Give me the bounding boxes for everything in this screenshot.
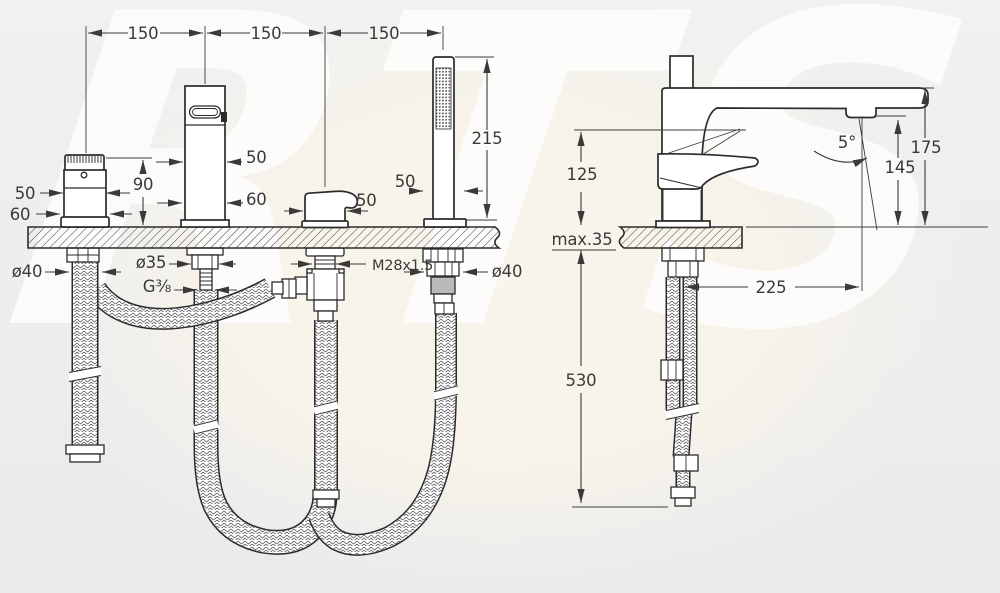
dim-shower-height: 215: [472, 129, 503, 148]
dim-diverter-thread: M28x1.5: [372, 258, 433, 274]
side-view-fittings: [660, 247, 705, 507]
dim-hole-right: ø40: [492, 262, 523, 281]
dim-holes: ø40 ø35 G⅜ M28x1.5 ø40: [12, 253, 523, 296]
diverter-front: [301, 190, 359, 229]
dim-spacing-2: 150: [251, 24, 282, 43]
spout-front: [180, 85, 230, 228]
dim-spout-base-width: 60: [246, 190, 267, 209]
dim-shower-base-width: 50: [395, 172, 416, 191]
dim-spout-reach: 225: [756, 278, 787, 297]
dim-hole-left: ø40: [12, 262, 43, 281]
dim-hole-spout: ø35: [136, 253, 167, 272]
dim-hose-drop: 530: [566, 371, 597, 390]
below-deck-plumbing: [65, 247, 705, 556]
spout-shank-fitting: [186, 247, 224, 291]
dim-handle-top-width: 50: [15, 184, 36, 203]
dim-lever-height: 125: [567, 165, 598, 184]
hand-shower-shank-fitting: [422, 248, 464, 315]
dim-spacing-3: 150: [369, 24, 400, 43]
dim-diverter-width: 50: [356, 191, 377, 210]
dim-outlet-heights: 145 175: [874, 87, 942, 225]
dim-hand-shower: 50 215: [395, 56, 503, 221]
dim-deck-thickness: max.35: [552, 230, 613, 249]
diverter-tee-fitting: [271, 247, 345, 508]
dimensions: 150 150 150 50 60 90 50: [10, 24, 988, 508]
dim-spout-angle: 5°: [838, 133, 856, 152]
mixer-to-diverter-hose: [86, 278, 276, 330]
hand-shower-hose: [308, 313, 457, 556]
dim-outlet-height: 145: [885, 158, 916, 177]
dim-hole-spacings: 150 150 150: [85, 24, 444, 187]
hose-breaks: [68, 366, 701, 435]
dim-spout-top-width: 50: [246, 148, 267, 167]
dim-handle-height: 90: [133, 175, 154, 194]
deck-countertop: [27, 226, 743, 249]
dim-handle-base-width: 60: [10, 205, 31, 224]
dim-supply-thread: G⅜: [143, 277, 172, 296]
faucet-side-view: [655, 55, 929, 229]
dim-spout: 50 60: [156, 148, 267, 209]
dim-spacing-1: 150: [128, 24, 159, 43]
dim-handle: 50 60 90: [10, 157, 154, 225]
mixer-handle-front: [60, 154, 110, 228]
dim-reach: 225 5°: [685, 118, 988, 297]
dim-diverter: 50: [284, 191, 377, 215]
spout-supply-hose: [193, 289, 338, 555]
hand-shower-front: [423, 56, 467, 228]
dim-total-height: 175: [911, 138, 942, 157]
handle-shank-fitting: [65, 247, 105, 463]
dim-side-heights: 125 max.35 530: [552, 129, 746, 508]
